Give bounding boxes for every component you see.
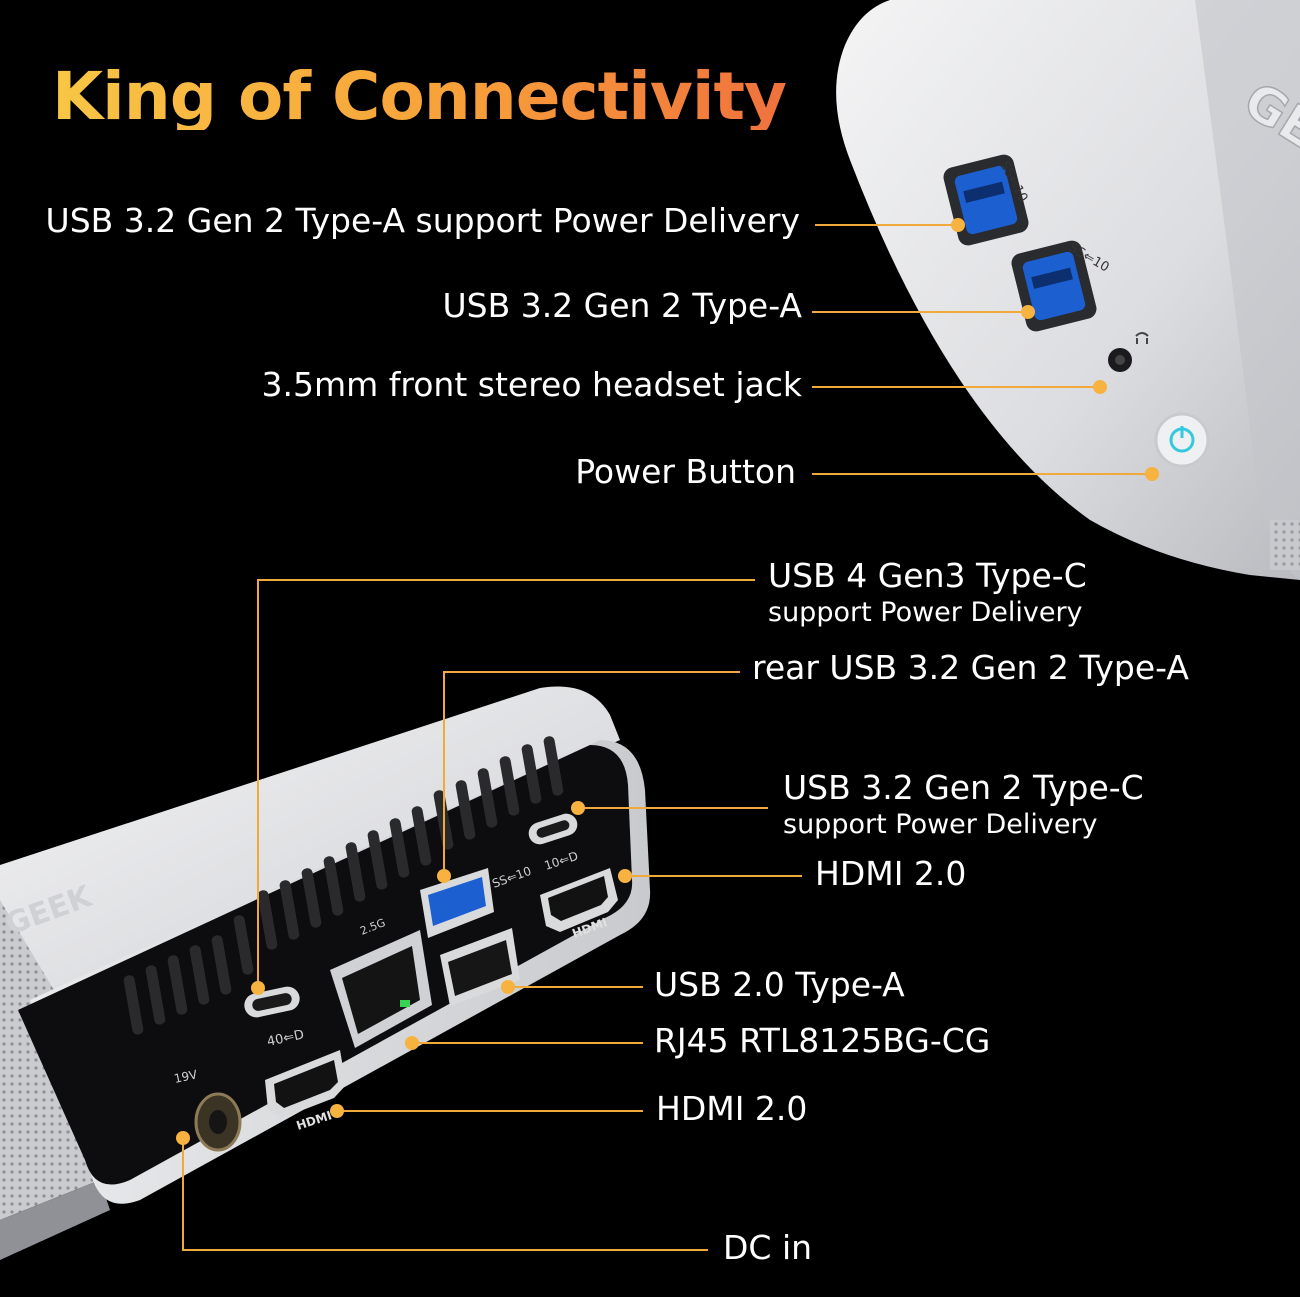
callout-rj45: RJ45 RTL8125BG-CG — [654, 1021, 991, 1060]
rear-usb-c-port: 10⇐D — [528, 813, 580, 873]
leader-dot-hdmi-left — [330, 1104, 344, 1118]
page-title: King of Connectivity — [52, 58, 787, 135]
callout-hdmi-right: HDMI 2.0 — [815, 854, 967, 893]
callout-usb4-type-c: USB 4 Gen3 Type-C — [768, 556, 1087, 595]
callout-hdmi-left: HDMI 2.0 — [656, 1089, 808, 1128]
hdmi-port-right: HDMI — [540, 868, 618, 941]
headset-jack — [1108, 332, 1149, 372]
power-button — [1154, 412, 1210, 468]
leader-lines — [182, 224, 1152, 1251]
leader-dot-rear-usb-a — [437, 869, 451, 883]
front-device: GE SS⇐10 SS⇐10 — [836, 0, 1300, 580]
leader-dot-hdmi-right — [618, 869, 632, 883]
callout-rear-usb-c-sub: support Power Delivery — [783, 809, 1098, 840]
leader-dot-rj45 — [405, 1036, 419, 1050]
leader-line-usb4 — [257, 579, 755, 988]
rear-device: GEEK 19V — [0, 686, 651, 1260]
leader-dot-front-usb — [1021, 305, 1035, 319]
front-usb-a-port-2: SS⇐10 — [1011, 240, 1112, 332]
leader-dots — [176, 218, 1159, 1145]
callout-rear-usb-c: USB 3.2 Gen 2 Type-C — [783, 768, 1144, 807]
dc-rating-label: 19V — [173, 1067, 200, 1086]
callout-front-usb: USB 3.2 Gen 2 Type-A — [442, 286, 802, 325]
rear-usb2-port — [440, 928, 520, 1006]
leader-line-dc-in — [182, 1138, 708, 1251]
leader-dot-rear-usb-c — [571, 801, 585, 815]
callout-headset-jack: 3.5mm front stereo headset jack — [261, 365, 802, 404]
callout-usb2-type-a: USB 2.0 Type-A — [654, 965, 905, 1004]
front-usb-a-port-1: SS⇐10 — [943, 154, 1030, 246]
leader-dot-power — [1145, 467, 1159, 481]
callout-rear-usb-a: rear USB 3.2 Gen 2 Type-A — [752, 648, 1189, 687]
leader-dot-front-usb-pd — [951, 218, 965, 232]
leader-dot-dc-in — [176, 1131, 190, 1145]
callout-dc-in: DC in — [723, 1228, 813, 1267]
leader-dot-usb2 — [501, 980, 515, 994]
hdmi-logo-left: HDMI — [295, 1108, 334, 1133]
dc-in-port: 19V — [173, 1067, 242, 1152]
callout-power-button: Power Button — [575, 452, 796, 491]
callout-front-usb-pd: USB 3.2 Gen 2 Type-A support Power Deliv… — [45, 201, 800, 240]
leader-dot-headset — [1093, 380, 1107, 394]
leader-line-rear-usb-a — [443, 671, 740, 876]
leader-dot-usb4 — [251, 981, 265, 995]
callout-usb4-type-c-sub: support Power Delivery — [768, 597, 1083, 628]
rj45-port: 2.5G — [330, 916, 432, 1048]
